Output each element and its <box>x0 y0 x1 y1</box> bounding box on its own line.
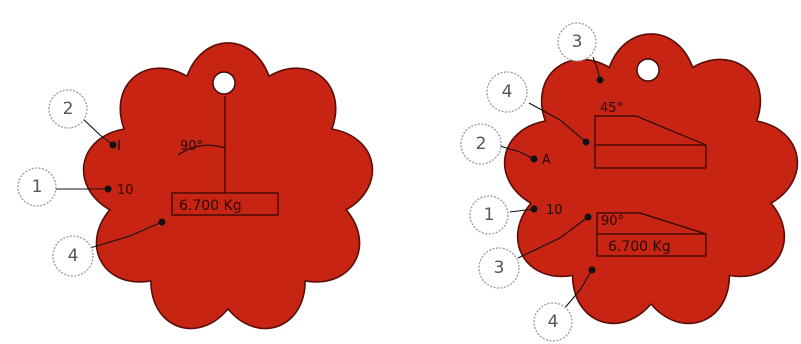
right-leader-dot-3-top <box>597 77 604 84</box>
right-tag-hole <box>637 59 659 81</box>
left-leader-dot-2 <box>110 142 117 149</box>
right-leader-dot-4-bottom <box>589 267 596 274</box>
right-leader-dot-4-top <box>583 139 590 146</box>
left-angle-label: 90° <box>180 139 203 154</box>
right-callout-number-3-top: 3 <box>572 32 583 52</box>
right-callout-number-4-top: 4 <box>502 82 513 102</box>
left-callout-number-1: 1 <box>32 177 43 197</box>
left-weight-label: 6.700 Kg <box>179 198 242 214</box>
left-tag-hole <box>213 72 235 94</box>
left-tag: 90° 6.700 Kg I 10 2 1 4 <box>18 43 372 329</box>
left-grade-label: I <box>117 139 121 154</box>
right-callout-number-3-bottom: 3 <box>494 258 505 278</box>
right-leader-dot-1 <box>531 206 538 213</box>
right-count-label: 10 <box>546 203 563 218</box>
right-leader-dot-2 <box>531 156 538 163</box>
right-bottom-angle-label: 90° <box>601 214 624 229</box>
right-callout-number-1: 1 <box>484 205 495 225</box>
left-leader-dot-4 <box>159 219 166 226</box>
right-weight-label: 6.700 Kg <box>608 239 671 255</box>
left-callout-number-4: 4 <box>68 246 79 266</box>
right-callout-number-2: 2 <box>476 134 487 154</box>
left-callout-number-2: 2 <box>63 99 74 119</box>
left-leader-dot-1 <box>105 186 112 193</box>
right-top-angle-label: 45° <box>600 101 623 116</box>
right-callout-number-4-bottom: 4 <box>548 312 559 332</box>
right-leader-dot-3-bottom <box>585 214 592 221</box>
left-count-label: 10 <box>117 183 134 198</box>
right-tag: 45° 90° 6.700 Kg A 10 3 4 2 <box>461 23 797 341</box>
right-grade-label: A <box>542 153 551 168</box>
